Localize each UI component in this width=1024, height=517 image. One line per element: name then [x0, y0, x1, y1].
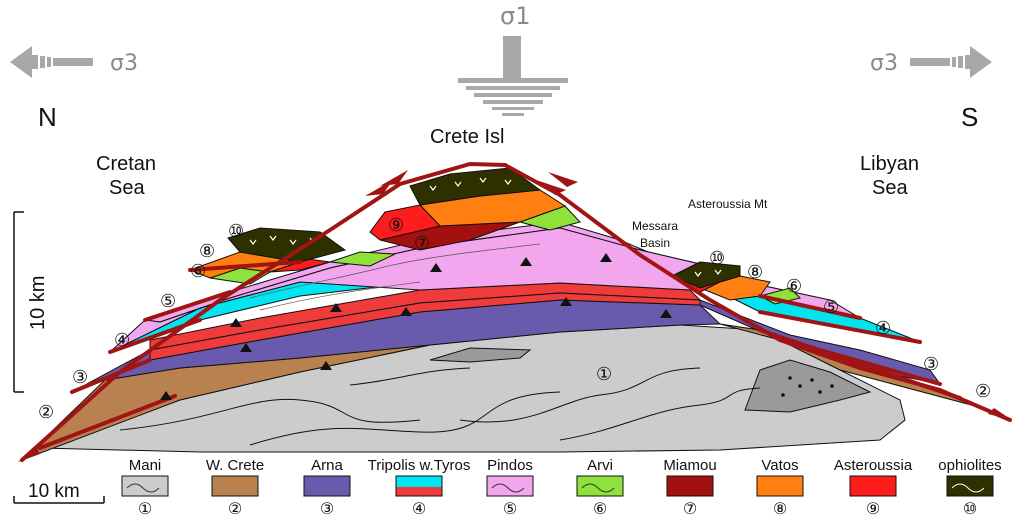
fault-motion-arrows	[18, 170, 1012, 462]
legend: Mani ① W. Crete ② Arna ③ Tripolis w.Tyros ④ Pind…	[121, 457, 1002, 517]
section-num-6-left: ⑥	[190, 261, 206, 282]
legend-swatch-9	[849, 475, 897, 497]
libyan-sea-label-2: Sea	[872, 177, 908, 199]
libyan-sea-label-1: Libyan	[860, 153, 919, 175]
section-num-4-left: ④	[114, 330, 130, 351]
legend-item-7: Miamou ⑦	[663, 457, 716, 517]
legend-label-8: Vatos	[761, 457, 798, 474]
horizontal-scale-label: 10 km	[28, 481, 80, 502]
section-num-10-right: ⑩	[709, 248, 725, 269]
section-body	[21, 167, 991, 461]
horizontal-scale-bar	[13, 496, 105, 504]
legend-swatch-7	[666, 475, 714, 497]
fault-lines	[20, 161, 1012, 462]
section-num-5-left: ⑤	[160, 291, 176, 312]
section-num-1: ①	[596, 364, 612, 385]
legend-label-1: Mani	[129, 457, 162, 474]
section-num-4-right: ④	[875, 318, 891, 339]
thrust-teeth	[160, 253, 672, 400]
cretan-sea-label-1: Cretan	[96, 153, 156, 175]
legend-number-5: ⑤	[503, 499, 517, 517]
section-num-6-right: ⑥	[786, 276, 802, 297]
section-num-7: ⑦	[414, 233, 430, 254]
sigma3-right-arrow	[910, 46, 992, 78]
north-label: N	[38, 102, 57, 132]
legend-label-6: Arvi	[587, 457, 613, 474]
section-num-10-left: ⑩	[228, 221, 244, 242]
unit-ophiolites	[227, 227, 347, 263]
legend-item-10: ophiolites ⑩	[938, 457, 1001, 517]
legend-item-8: Vatos ⑧	[756, 457, 804, 517]
legend-number-9: ⑨	[866, 499, 880, 517]
messara-label-1: Messara	[632, 219, 678, 233]
section-unit-numbers: ① ② ③ ④ ⑤ ⑥ ⑦ ⑧ ⑨ ⑩ ⑩ ⑧ ⑥ ⑤ ④ ③ ②	[38, 215, 991, 423]
legend-item-4: Tripolis w.Tyros ④	[368, 457, 471, 517]
sigma3-left-label: σ3	[110, 51, 138, 76]
asteroussia-mt-label: Asteroussia Mt	[688, 197, 768, 211]
sigma3-left-arrow	[10, 46, 93, 78]
legend-number-6: ⑥	[593, 499, 607, 517]
section-num-8-right: ⑧	[747, 262, 763, 283]
sigma3-right-label: σ3	[870, 51, 898, 76]
legend-item-5: Pindos ⑤	[486, 457, 534, 517]
legend-swatch-10	[946, 475, 994, 497]
section-num-8-left: ⑧	[199, 241, 215, 262]
legend-number-2: ②	[228, 499, 242, 517]
legend-item-1: Mani ①	[121, 457, 169, 517]
legend-label-5: Pindos	[487, 457, 533, 474]
legend-swatch-3	[303, 475, 351, 497]
legend-item-3: Arna ③	[303, 457, 351, 517]
legend-swatch-2	[211, 475, 259, 497]
legend-label-3: Arna	[311, 457, 343, 474]
legend-label-9: Asteroussia	[834, 457, 913, 474]
section-num-2-right: ②	[975, 381, 991, 402]
section-num-3-right: ③	[923, 354, 939, 375]
south-label: S	[961, 102, 978, 132]
legend-label-2: W. Crete	[206, 457, 264, 474]
legend-swatch-1	[121, 475, 169, 497]
sigma1-label: σ1	[500, 2, 530, 30]
legend-number-3: ③	[320, 499, 334, 517]
legend-swatch-8	[756, 475, 804, 497]
legend-number-1: ①	[138, 499, 152, 517]
cretan-sea-label-2: Sea	[109, 177, 145, 199]
legend-number-10: ⑩	[963, 499, 977, 517]
section-num-2-left: ②	[38, 402, 54, 423]
unit-asteroussia	[369, 204, 441, 241]
legend-swatch-6	[576, 475, 624, 497]
legend-swatch-4	[396, 476, 442, 487]
sigma1-arrow	[458, 36, 568, 116]
legend-label-10: ophiolites	[938, 457, 1001, 474]
legend-number-7: ⑦	[683, 499, 697, 517]
section-num-3-left: ③	[72, 367, 88, 388]
vertical-scale-label: 10 km	[27, 276, 49, 330]
legend-item-2: W. Crete ②	[206, 457, 264, 517]
legend-label-7: Miamou	[663, 457, 716, 474]
legend-number-4: ④	[412, 499, 426, 517]
section-num-9: ⑨	[388, 215, 404, 236]
legend-label-4: Tripolis w.Tyros	[368, 457, 471, 474]
legend-item-6: Arvi ⑥	[576, 457, 624, 517]
vertical-scale-bar	[13, 211, 24, 393]
legend-swatch-5	[486, 475, 534, 497]
section-num-5-right: ⑤	[823, 297, 839, 318]
messara-label-2: Basin	[640, 236, 670, 250]
legend-swatch-4-lower	[396, 487, 442, 496]
crete-label: Crete Isl	[430, 126, 504, 148]
legend-item-9: Asteroussia ⑨	[834, 457, 913, 517]
legend-number-8: ⑧	[773, 499, 787, 517]
